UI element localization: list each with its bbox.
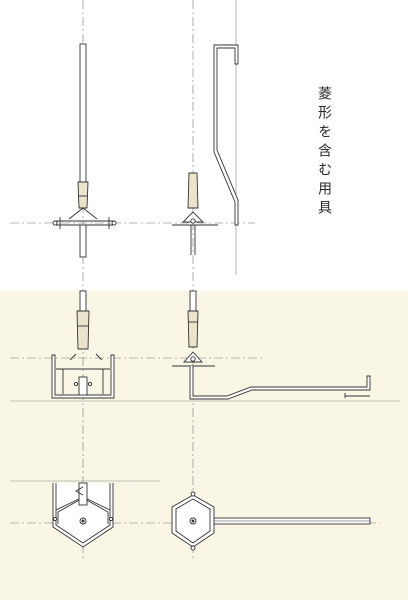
lower-front-section (51, 290, 115, 399)
lower-plan-view (171, 491, 371, 551)
upper-front-view (52, 43, 117, 258)
drawing-title: 菱形を含む用具 (316, 86, 332, 219)
upper-side-view (172, 44, 239, 255)
lower-background (0, 291, 408, 600)
upper-background (0, 0, 408, 291)
lower-bottom-view (52, 482, 114, 548)
lower-side-section (172, 290, 371, 400)
